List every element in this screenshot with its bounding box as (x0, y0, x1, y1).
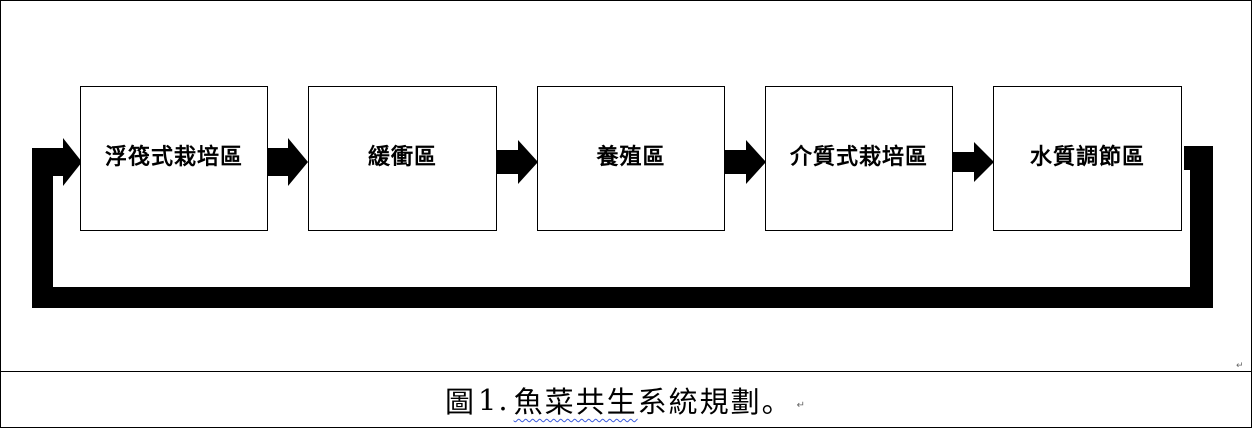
node-aquaculture-zone: 養殖區 (537, 86, 725, 231)
node-label: 緩衝區 (367, 143, 437, 170)
caption-divider (0, 371, 1251, 372)
caption-prefix: 圖 (444, 385, 476, 419)
node-label: 浮筏式栽培區 (104, 143, 243, 170)
flow-diagram: 浮筏式栽培區 緩衝區 養殖區 介質式栽培區 水質調節區 (32, 86, 1213, 308)
node-media-cultivation: 介質式栽培區 (765, 86, 953, 231)
paragraph-mark: ↵ (1236, 361, 1244, 371)
node-label: 介質式栽培區 (789, 143, 928, 170)
node-water-regulation: 水質調節區 (993, 86, 1182, 231)
arrows-layer (32, 138, 1213, 308)
arrow-n4-n5 (953, 142, 994, 182)
node-label: 養殖區 (596, 143, 666, 170)
node-raft-cultivation: 浮筏式栽培區 (80, 86, 268, 231)
arrow-n2-n3 (497, 140, 538, 184)
caption-spellcheck-term: 魚菜共生 (513, 385, 638, 419)
figure-caption: 圖 1. 魚菜共生 系統規劃。 ↵ (0, 372, 1252, 428)
node-label: 水質調節區 (1029, 143, 1145, 170)
arrow-n1-n2 (268, 138, 308, 186)
arrow-n3-n4 (725, 140, 766, 184)
paragraph-mark: ↵ (796, 400, 808, 411)
caption-number: 1. (477, 383, 510, 417)
node-buffer-zone: 緩衝區 (308, 86, 497, 231)
caption-rest: 系統規劃。 (637, 385, 793, 419)
loop-back-arrow (32, 138, 1213, 308)
